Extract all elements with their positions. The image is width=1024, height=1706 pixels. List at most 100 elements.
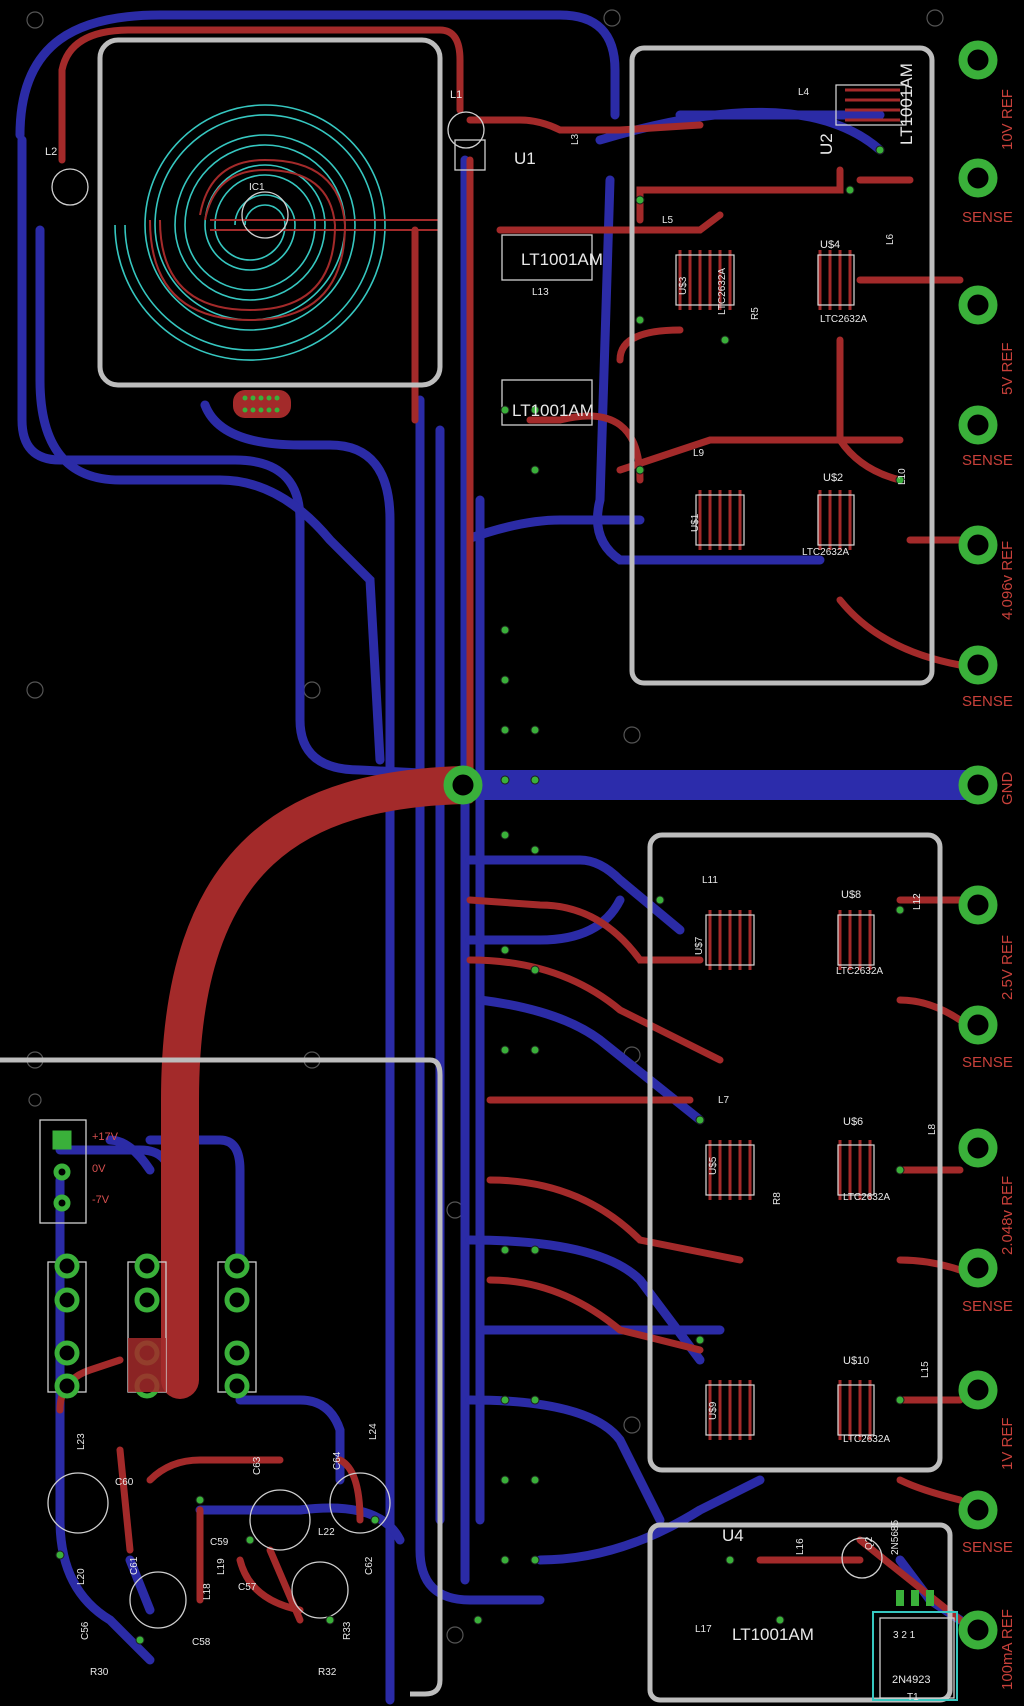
label-l22: L22 [318, 1527, 335, 1538]
label-u1: U1 [514, 149, 536, 168]
label-t1: T1 [907, 1692, 919, 1703]
label-c61: C61 [129, 1556, 140, 1575]
label-ltc-a: LTC2632A [820, 314, 867, 325]
label-ltc-c: LTC2632A [836, 966, 883, 977]
label-l19: L19 [216, 1558, 227, 1575]
label-ltc-side: LTC2632A [717, 268, 728, 315]
coil-pad-cluster [233, 390, 291, 418]
label-c57: C57 [238, 1582, 257, 1593]
label-c60: C60 [115, 1477, 134, 1488]
label-ic1: IC1 [249, 182, 265, 193]
gnd-bus [462, 770, 984, 800]
label-l16: L16 [795, 1538, 806, 1555]
coil-pads [242, 395, 280, 413]
label-transistor-pins: 3 2 1 [893, 1630, 916, 1641]
label-us1: U$1 [690, 513, 701, 532]
label-l9: L9 [693, 448, 705, 459]
label-l6: L6 [885, 233, 896, 245]
ic-packages [678, 88, 900, 1440]
label-gnd: GND [999, 772, 1016, 806]
label-r33: R33 [342, 1621, 353, 1640]
label-l23: L23 [76, 1433, 87, 1450]
edge-labels: 10V REF SENSE 5V REF SENSE 4.096v REF SE… [962, 89, 1016, 1690]
label-ltc-d: LTC2632A [843, 1192, 890, 1203]
label-1v-ref: 1V REF [999, 1417, 1016, 1470]
label-lt1001-b: LT1001AM [512, 401, 594, 420]
label-c59: C59 [210, 1537, 229, 1548]
label-2n4923: 2N4923 [892, 1674, 931, 1686]
fuse-body-red [128, 1338, 166, 1392]
label-q2: Q2 [864, 1536, 875, 1550]
label-l2: L2 [45, 146, 57, 158]
label-l10: L10 [897, 468, 908, 485]
label-minus7v: -7V [92, 1194, 110, 1206]
label-l24: L24 [368, 1423, 379, 1440]
label-l7: L7 [718, 1095, 730, 1106]
label-l4: L4 [798, 87, 810, 98]
label-25v-ref: 2.5V REF [999, 935, 1016, 1000]
label-l5: L5 [662, 215, 674, 226]
label-ltc-b: LTC2632A [802, 547, 849, 558]
label-r30: R30 [90, 1667, 109, 1678]
label-us7: U$7 [694, 936, 705, 955]
label-r5: R5 [750, 307, 761, 320]
transistor-outline [872, 1611, 958, 1701]
label-2n5685: 2N5685 [890, 1520, 901, 1555]
label-5v-ref: 5V REF [999, 342, 1016, 395]
label-r8: R8 [772, 1192, 783, 1205]
label-l3: L3 [570, 133, 581, 145]
transistor-pads [896, 1590, 934, 1606]
ic-bodies [675, 84, 907, 1436]
label-sense-1: SENSE [962, 209, 1013, 226]
label-u4: U4 [722, 1526, 744, 1545]
label-l1: L1 [450, 89, 462, 101]
label-plus17v: +17V [92, 1131, 119, 1143]
label-10v-ref: 10V REF [999, 89, 1016, 150]
label-l12: L12 [912, 893, 923, 910]
component-outlines [39, 111, 955, 1699]
label-c62: C62 [364, 1556, 375, 1575]
part-labels: U1 U2 U4 LT1001AM LT1001AM LT1001AM LT10… [45, 63, 938, 1703]
label-l11: L11 [702, 875, 718, 886]
label-c64: C64 [332, 1451, 343, 1470]
vias [55, 145, 905, 1645]
label-u2: U2 [817, 133, 836, 155]
label-us9: U$9 [708, 1401, 719, 1420]
label-4096-ref: 4.096v REF [999, 541, 1016, 620]
silkscreen-outlines [0, 37, 953, 1703]
label-c56: C56 [80, 1621, 91, 1640]
label-l17: L17 [695, 1624, 712, 1635]
label-l8: L8 [927, 1123, 938, 1135]
label-lt1001-a: LT1001AM [521, 250, 603, 269]
label-ltc-e: LTC2632A [843, 1434, 890, 1445]
top-copper-traces [56, 26, 964, 1624]
label-us5: U$5 [708, 1156, 719, 1175]
label-l20: L20 [76, 1568, 87, 1585]
coil-red-leads [149, 158, 440, 322]
label-us2: U$2 [823, 472, 843, 484]
label-lt1001-d: LT1001AM [732, 1625, 814, 1644]
label-l18: L18 [202, 1583, 213, 1600]
connector-pads [443, 40, 998, 1650]
high-current-trace [161, 766, 482, 1399]
label-sense-4: SENSE [962, 1054, 1013, 1071]
label-c58: C58 [192, 1637, 211, 1648]
label-sense-3: SENSE [962, 693, 1013, 710]
label-100ma-ref: 100mA REF [999, 1609, 1016, 1690]
label-lt1001-c: LT1001AM [897, 63, 916, 145]
label-us6: U$6 [843, 1116, 863, 1128]
supply-labels: +17V 0V -7V [92, 1131, 119, 1206]
label-sense-6: SENSE [962, 1539, 1013, 1556]
label-l13: L13 [532, 287, 549, 298]
label-0v: 0V [92, 1163, 106, 1175]
label-us10: U$10 [843, 1355, 869, 1367]
label-r32: R32 [318, 1667, 337, 1678]
label-c63: C63 [252, 1456, 263, 1475]
spiral-coil [114, 104, 386, 361]
label-2048-ref: 2.048v REF [999, 1176, 1016, 1255]
label-sense-5: SENSE [962, 1298, 1013, 1315]
label-us4: U$4 [820, 239, 840, 251]
label-sense-2: SENSE [962, 452, 1013, 469]
label-l15: L15 [920, 1361, 931, 1378]
